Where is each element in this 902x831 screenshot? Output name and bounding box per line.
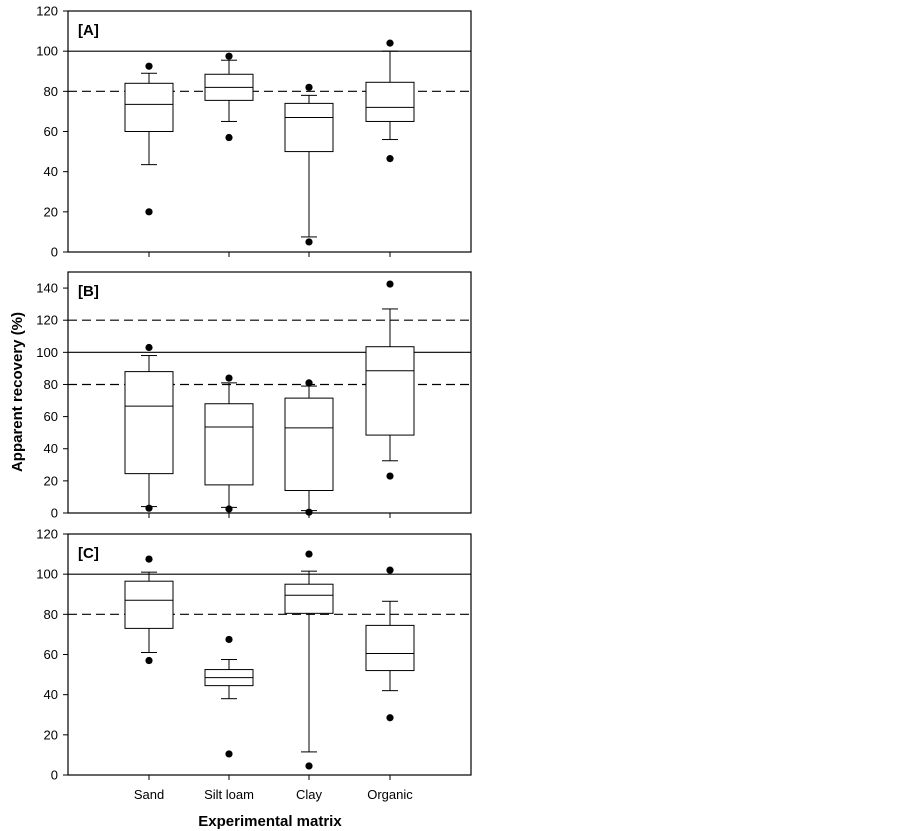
panel-2-ytick-label-7: 140	[36, 281, 58, 296]
panel-3-box-3-outlier-1	[305, 762, 313, 770]
panel-1-box-1-outlier-1	[145, 208, 153, 216]
panel-1-box-4-outlier-2	[386, 39, 394, 47]
panel-2-box-1-iqr-rect	[124, 371, 174, 475]
panel-2-box-1-outlier-2	[145, 343, 153, 352]
panel-3-box-4-outlier-2	[386, 566, 394, 574]
panel-2-box-3-outlier-2	[305, 379, 313, 387]
panel-3-ytick-label-4: 80	[44, 607, 58, 622]
panel-1-box-3-outlier-1	[305, 238, 313, 246]
panel-3-box-2-outlier-1	[225, 750, 233, 758]
panel-1-ytick-label-1: 20	[44, 204, 58, 219]
panel-2-ytick-label-4: 80	[44, 377, 58, 392]
panel-1-box-1-outlier-2	[145, 62, 153, 70]
panel-1-box-4-outlier-1	[386, 155, 394, 163]
panel-3-box-1-iqr-rect	[124, 580, 174, 629]
panel-2-box-4-outlier-2	[386, 280, 394, 288]
panel-2-box-3-outlier-1	[305, 508, 313, 516]
panel-2-ytick-label-2: 40	[44, 441, 58, 456]
panel-2-frame	[67, 271, 472, 514]
x-category-label-1: Sand	[134, 787, 164, 802]
panel-2-box-4-iqr-rect	[365, 346, 415, 436]
panel-3-ytick-label-6: 120	[36, 527, 58, 542]
panel-1-box-2-outlier-2	[225, 52, 233, 60]
panel-2-ytick-label-1: 20	[44, 473, 58, 488]
panel-3-box-4-outlier-1	[386, 714, 394, 722]
panel-1-box-3-outlier-2	[305, 83, 313, 91]
panel-3-box-3-outlier-2	[305, 550, 313, 558]
panel-2-ytick-label-6: 120	[36, 313, 58, 328]
panel-2-box-1-outlier-1	[145, 504, 153, 512]
panel-1-ytick-label-0: 0	[51, 245, 58, 260]
x-axis-title: Experimental matrix	[198, 813, 342, 830]
panel-1-ytick-label-4: 80	[44, 84, 58, 99]
x-category-label-4: Organic	[367, 787, 413, 802]
panel-3-label: [C]	[78, 545, 99, 562]
x-category-label-2: Silt loam	[204, 787, 254, 802]
panel-2-box-3-iqr-rect	[284, 397, 334, 492]
panel-1-box-3-iqr-rect	[284, 102, 334, 153]
panel-1-ytick-label-6: 120	[36, 4, 58, 19]
panel-2-box-4-outlier-1	[386, 472, 394, 480]
panel-2-ytick-label-3: 60	[44, 409, 58, 424]
panel-1-box-2-outlier-1	[225, 133, 233, 142]
panel-3-box-1-outlier-1	[145, 656, 153, 665]
panel-1-label: [A]	[78, 22, 99, 39]
panel-3-ytick-label-0: 0	[51, 768, 58, 783]
panel-1-box-1-iqr-rect	[124, 82, 174, 133]
x-category-label-3: Clay	[296, 787, 323, 802]
panel-3-box-2-outlier-2	[225, 635, 233, 644]
panel-2-ytick-label-5: 100	[36, 345, 58, 360]
panel-1-ytick-label-2: 40	[44, 164, 58, 179]
panel-3-ytick-label-5: 100	[36, 567, 58, 582]
y-axis-title: Apparent recovery (%)	[9, 312, 26, 472]
panel-3-ytick-label-2: 40	[44, 687, 58, 702]
panel-3-box-4-iqr-rect	[365, 624, 415, 672]
panel-3-box-1-outlier-2	[145, 555, 153, 563]
panel-2-ytick-label-0: 0	[51, 506, 58, 521]
panel-2-box-2-outlier-1	[225, 505, 233, 513]
panel-3-ytick-label-1: 20	[44, 727, 58, 742]
panel-3-ytick-label-3: 60	[44, 647, 58, 662]
panel-2-box-2-iqr-rect	[204, 403, 254, 486]
panel-1-ytick-label-5: 100	[36, 44, 58, 59]
panel-3-box-3-iqr-rect	[284, 583, 334, 614]
panel-2-box-2-outlier-2	[225, 374, 233, 382]
panel-1-ytick-label-3: 60	[44, 124, 58, 139]
panel-2-label: [B]	[78, 283, 99, 300]
panel-1-box-4-iqr-rect	[365, 81, 415, 122]
